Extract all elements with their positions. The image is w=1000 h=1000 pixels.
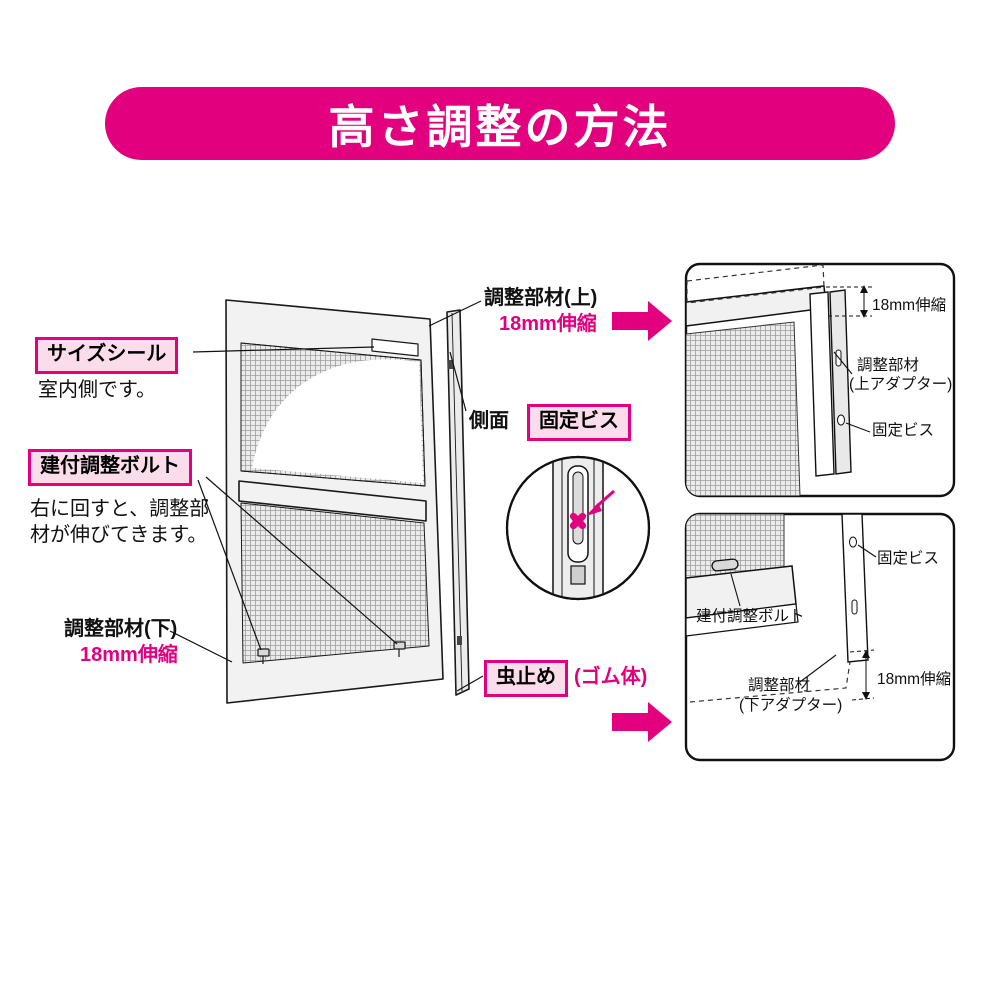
indoor-note: 室内側です。 xyxy=(38,379,156,401)
page-title: 高さ調整の方法 xyxy=(328,100,672,153)
title-banner: 高さ調整の方法 xyxy=(105,87,895,160)
detail-panel-bottom xyxy=(684,512,956,762)
lower-mesh xyxy=(240,502,430,664)
adjust-top-range: 18mm伸縮 xyxy=(499,313,597,335)
insect-stop-material: (ゴム体) xyxy=(574,666,648,688)
detail-bottom-screw: 固定ビス xyxy=(877,550,940,567)
size-seal-label: サイズシール xyxy=(35,337,179,374)
leader-lines xyxy=(169,300,484,692)
detail-top-range: 18mm伸縮 xyxy=(872,297,947,314)
screen-door-drawing xyxy=(225,299,470,704)
measure-18mm-top xyxy=(826,285,872,318)
side-label: 側面 xyxy=(469,410,509,432)
detail-bottom-adapter-line1: 調整部材 xyxy=(748,677,811,694)
adjust-bottom-label: 調整部材(下) xyxy=(64,618,178,640)
bolt-note-line2: 材が伸びてきます。 xyxy=(30,524,208,546)
side-member xyxy=(446,309,470,696)
detail-top-screw: 固定ビス xyxy=(872,422,935,439)
detail-bottom-bolt: 建付調整ボルト xyxy=(696,608,805,625)
fixing-screw-label: 固定ビス xyxy=(527,404,631,441)
middle-rail xyxy=(238,480,427,522)
screw-pointer-arrow-icon xyxy=(586,489,615,516)
bolt-note-line1: 右に回すと、調整部 xyxy=(30,498,210,520)
arrow-to-bottom-detail-icon xyxy=(612,702,672,742)
detail-panel-top xyxy=(684,262,956,498)
detail-bottom-adapter-line2: (下アダプター) xyxy=(739,697,843,714)
insect-stop-label: 虫止め xyxy=(484,660,568,697)
adjust-top-label: 調整部材(上) xyxy=(484,287,598,309)
phillips-screw-icon xyxy=(569,512,587,530)
detail-top-adapter-line1: 調整部材 xyxy=(857,357,920,374)
bolt-label: 建付調整ボルト xyxy=(28,449,192,486)
detail-bottom-range: 18mm伸縮 xyxy=(877,671,952,688)
detail-top-adapter-line2: (上アダプター) xyxy=(849,376,953,393)
adjust-bottom-range: 18mm伸縮 xyxy=(80,644,178,666)
arrow-to-top-detail-icon xyxy=(612,301,672,341)
fixing-screw-inset xyxy=(505,455,651,601)
measure-18mm-bottom xyxy=(849,649,875,701)
adjust-bolt-left xyxy=(257,648,270,664)
